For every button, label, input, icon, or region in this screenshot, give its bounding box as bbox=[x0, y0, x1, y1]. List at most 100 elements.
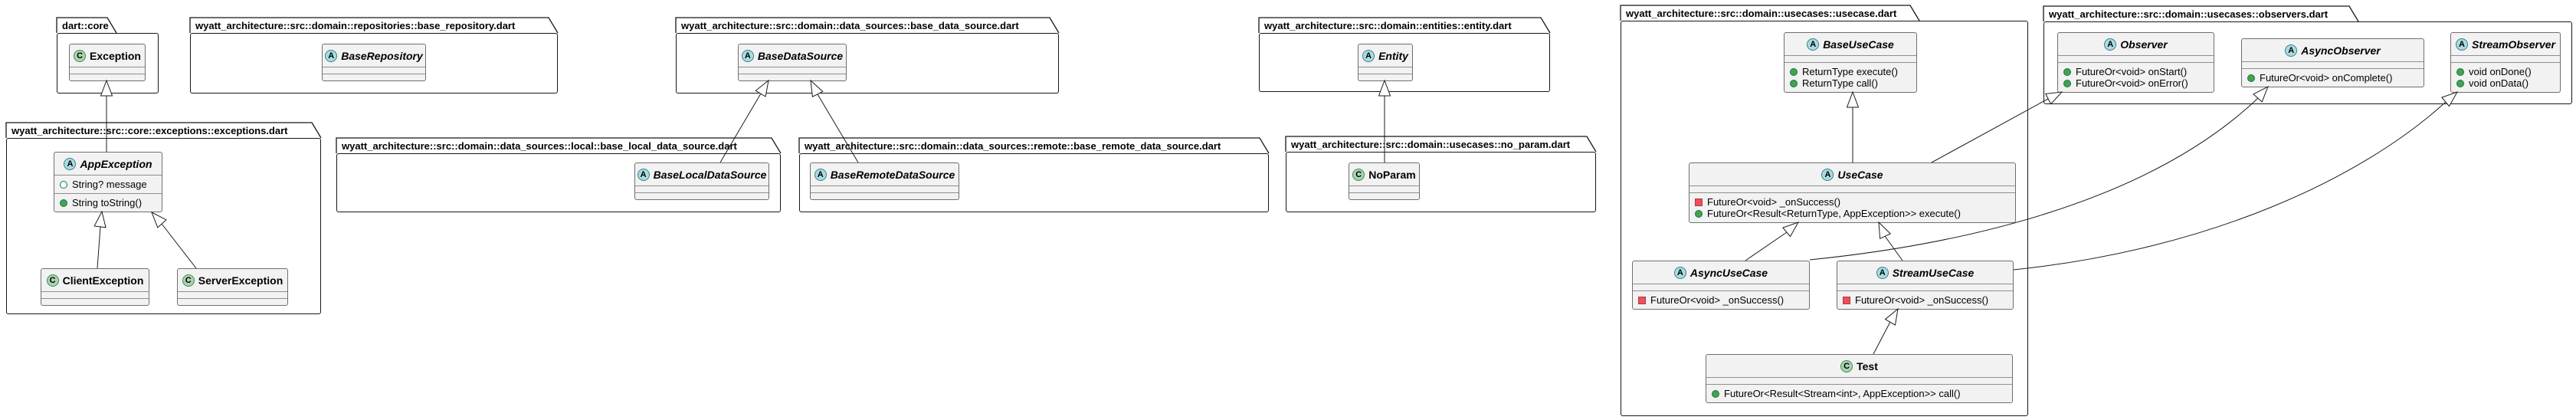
member-text: ReturnType call() bbox=[1802, 77, 1878, 89]
abstract-stereotype-icon: A bbox=[325, 49, 338, 62]
member-row: String? message bbox=[60, 179, 156, 190]
fields-compartment-empty bbox=[2451, 55, 2560, 62]
package-title-dart_core: dart::core bbox=[62, 20, 109, 31]
class-stereotype-icon: C bbox=[182, 274, 195, 287]
package-title-base_data_source: wyatt_architecture::src::domain::data_so… bbox=[681, 20, 1019, 31]
fields-compartment-empty bbox=[739, 67, 846, 74]
methods-compartment-empty bbox=[739, 74, 846, 80]
fields-compartment-empty bbox=[1349, 185, 1419, 192]
fields-compartment-empty bbox=[1837, 284, 2013, 290]
class-name: BaseRepository bbox=[341, 49, 423, 62]
method-public-icon bbox=[1790, 79, 1798, 87]
fields-compartment-empty bbox=[323, 67, 425, 74]
class-stereotype-icon: C bbox=[46, 274, 59, 287]
package-title-usecase: wyatt_architecture::src::domain::usecase… bbox=[1626, 8, 1897, 19]
methods-compartment: String toString() bbox=[54, 193, 162, 212]
methods-compartment-empty bbox=[635, 192, 769, 199]
package-title-local: wyatt_architecture::src::domain::data_so… bbox=[342, 140, 737, 152]
abstract-stereotype-icon: A bbox=[741, 49, 754, 62]
abstract-stereotype-icon: A bbox=[637, 168, 650, 181]
class-name: BaseDataSource bbox=[757, 49, 844, 62]
methods-compartment-empty bbox=[70, 74, 145, 80]
abstract-stereotype-icon: A bbox=[1807, 38, 1820, 51]
class-name: AppException bbox=[80, 157, 152, 170]
methods-compartment: FutureOr<Result<Stream<int>, AppExceptio… bbox=[1706, 384, 2012, 402]
methods-compartment: FutureOr<void> _onSuccess()FutureOr<Resu… bbox=[1689, 192, 2015, 222]
class-name: Observer bbox=[2120, 38, 2168, 51]
methods-compartment-empty bbox=[178, 298, 287, 305]
method-private-icon bbox=[1843, 296, 1850, 304]
package-base_data_source bbox=[676, 33, 1059, 94]
methods-compartment-empty bbox=[41, 298, 149, 305]
package-no_param bbox=[1286, 152, 1596, 212]
fields-compartment-empty bbox=[1706, 377, 2012, 384]
package-title-no_param: wyatt_architecture::src::domain::usecase… bbox=[1291, 139, 1571, 150]
relation-StreamUseCase-to-StreamObserver bbox=[2013, 101, 2447, 271]
methods-compartment: FutureOr<void> onComplete() bbox=[2242, 68, 2424, 87]
abstract-stereotype-icon: A bbox=[1673, 266, 1686, 279]
abstract-stereotype-icon: A bbox=[1821, 168, 1834, 181]
member-row: FutureOr<Result<Stream<int>, AppExceptio… bbox=[1712, 388, 2007, 399]
fields-compartment-empty bbox=[1689, 185, 2015, 192]
methods-compartment: FutureOr<void> _onSuccess() bbox=[1837, 290, 2013, 309]
fields-compartment-empty bbox=[2058, 55, 2214, 62]
class-name: ServerException bbox=[198, 274, 283, 287]
class-name: AsyncUseCase bbox=[1689, 266, 1768, 279]
package-title-observers: wyatt_architecture::src::domain::usecase… bbox=[2049, 8, 2329, 20]
fields-compartment-empty bbox=[178, 291, 287, 298]
fields-compartment-empty bbox=[1785, 55, 1916, 62]
class-name: ClientException bbox=[62, 274, 144, 287]
abstract-stereotype-icon: A bbox=[2456, 38, 2469, 51]
method-private-icon bbox=[1695, 198, 1703, 206]
method-public-icon bbox=[1712, 389, 1719, 398]
method-public-icon bbox=[1695, 209, 1703, 218]
package-title-remote: wyatt_architecture::src::domain::data_so… bbox=[805, 140, 1221, 152]
member-row: FutureOr<Result<ReturnType, AppException… bbox=[1695, 208, 2010, 219]
package-title-exceptions: wyatt_architecture::src::core::exception… bbox=[11, 125, 288, 136]
member-text: FutureOr<void> _onSuccess() bbox=[1855, 294, 1989, 306]
methods-compartment: void onDone()void onData() bbox=[2451, 62, 2560, 92]
method-public-icon bbox=[2247, 74, 2255, 82]
member-text: ReturnType execute() bbox=[1802, 66, 1899, 77]
member-text: FutureOr<Result<Stream<int>, AppExceptio… bbox=[1724, 388, 1961, 399]
abstract-stereotype-icon: A bbox=[814, 168, 827, 181]
member-row: FutureOr<void> onError() bbox=[2063, 77, 2208, 89]
field-public-icon bbox=[60, 180, 67, 189]
abstract-stereotype-icon: A bbox=[64, 157, 77, 170]
method-public-icon bbox=[1790, 67, 1798, 76]
class-stereotype-icon: C bbox=[1352, 168, 1365, 181]
methods-compartment: FutureOr<void> onStart()FutureOr<void> o… bbox=[2058, 62, 2214, 92]
abstract-stereotype-icon: A bbox=[2104, 38, 2117, 51]
class-name: StreamUseCase bbox=[1892, 266, 1975, 279]
method-public-icon bbox=[2063, 67, 2071, 76]
class-name: BaseUseCase bbox=[1823, 38, 1894, 51]
member-text: FutureOr<Result<ReturnType, AppException… bbox=[1707, 208, 1961, 219]
package-title-entity: wyatt_architecture::src::domain::entitie… bbox=[1264, 20, 1512, 31]
